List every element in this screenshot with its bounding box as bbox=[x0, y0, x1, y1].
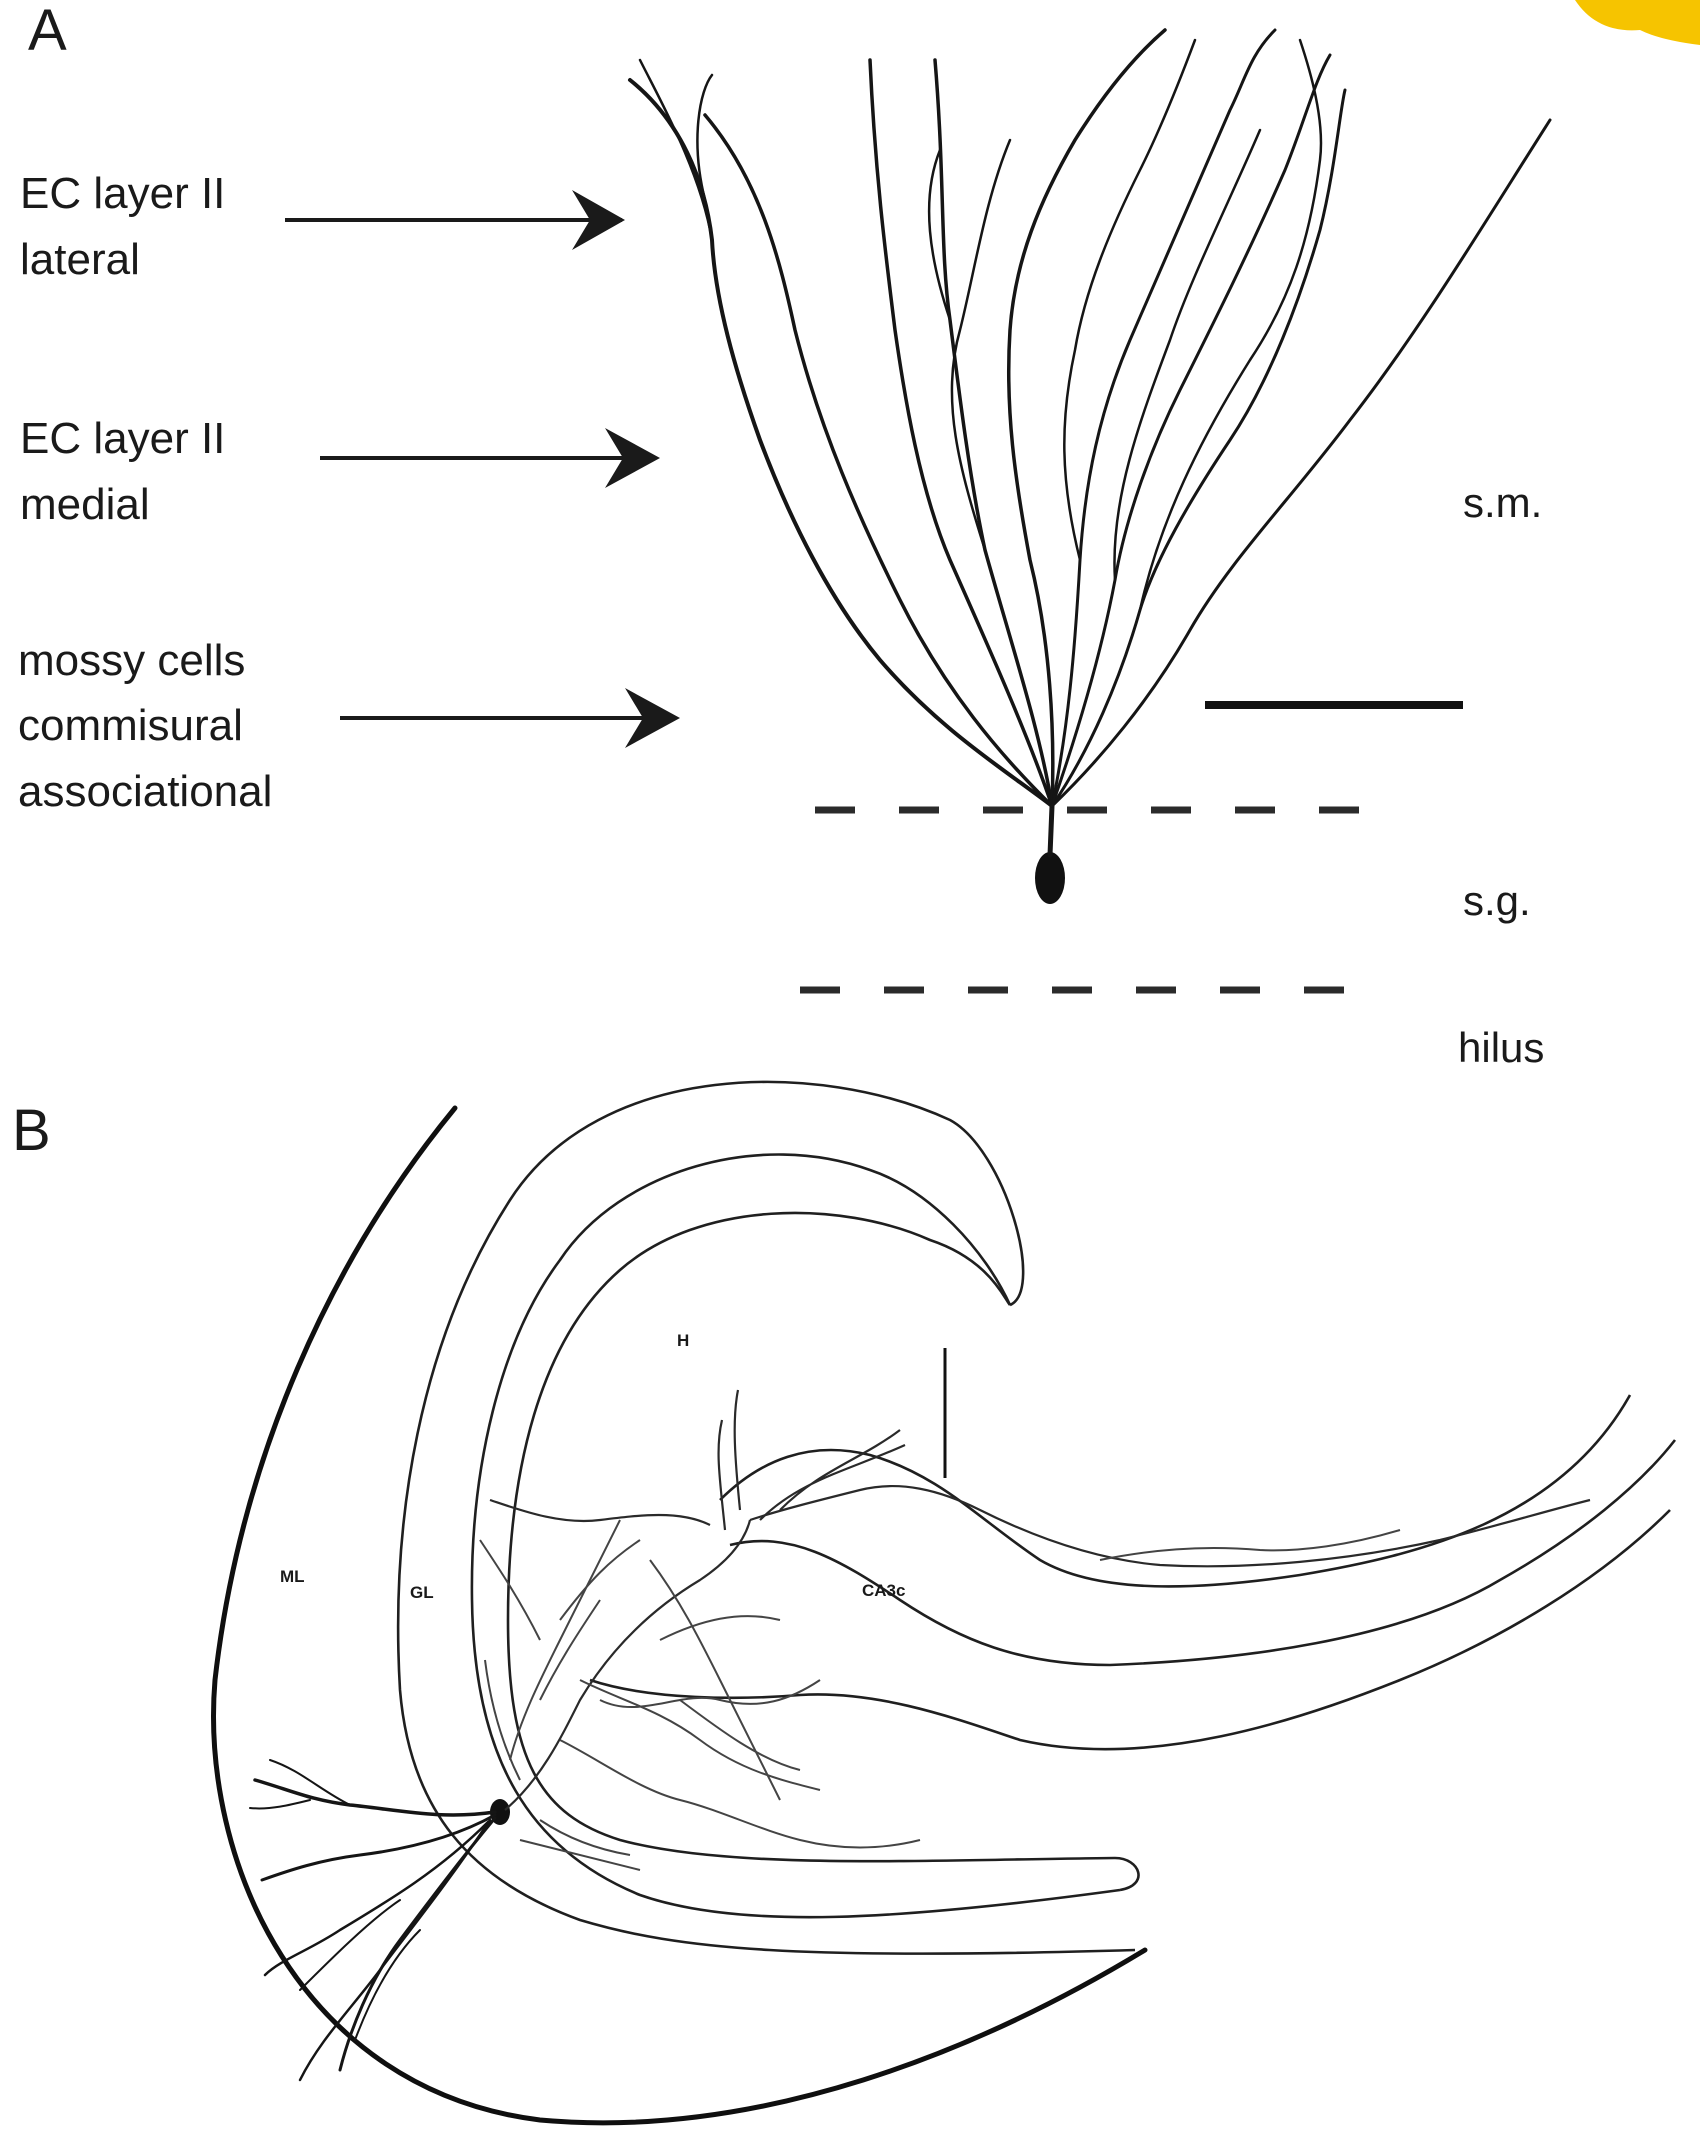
panel-b-letter: B bbox=[12, 1098, 51, 1163]
input-label-ec-medial-line-1: EC layer II bbox=[20, 414, 225, 463]
axon-branch-4 bbox=[559, 1739, 921, 1849]
granule-layer-outer bbox=[470, 1153, 1121, 1919]
dendrite-2 bbox=[703, 113, 1054, 808]
dentate-outer-edge bbox=[396, 1080, 1136, 1956]
dendrite-11 bbox=[1113, 128, 1262, 582]
granule-cell-soma bbox=[1035, 852, 1065, 904]
b-dendrite-1 bbox=[253, 1778, 497, 1817]
axon-main-2 bbox=[749, 1484, 1591, 1568]
axon-branch-1 bbox=[509, 1519, 621, 1761]
b-dendrite-4 bbox=[298, 1818, 492, 2082]
dendrite-4b bbox=[927, 148, 952, 322]
dendrite-3 bbox=[868, 58, 1054, 808]
axon-main-3 bbox=[489, 1498, 711, 1526]
input-label-mossy-line-3: associational bbox=[18, 767, 272, 816]
dendrite-12 bbox=[1063, 38, 1197, 562]
corner-decoration bbox=[1575, 0, 1700, 45]
region-label-gl: GL bbox=[410, 1583, 434, 1602]
axon-branch-9 bbox=[659, 1615, 801, 1771]
ca3-band-upper bbox=[719, 1394, 1632, 1588]
granule-layer-inner bbox=[506, 1211, 1140, 1892]
b-dendrite-5 bbox=[263, 1820, 490, 1977]
ca3-band-middle bbox=[729, 1439, 1677, 1667]
axon-branch-2 bbox=[649, 1559, 781, 1801]
input-label-ec-medial-line-2: medial bbox=[20, 480, 150, 529]
panel-a-letter: A bbox=[28, 0, 67, 63]
granule-cell-dendrites bbox=[628, 28, 1552, 808]
hippocampus-outer-boundary bbox=[211, 1105, 1148, 2126]
input-label-mossy-line-1: mossy cells bbox=[18, 636, 245, 685]
axon-main-1 bbox=[504, 1519, 752, 1811]
b-dendrite-6 bbox=[299, 1899, 421, 2041]
dendrite-6 bbox=[1050, 28, 1277, 808]
axon-branch-6 bbox=[599, 1679, 821, 1709]
axon-branch-5 bbox=[484, 1599, 601, 1781]
arrow-mossy-head bbox=[625, 688, 680, 748]
b-dendrite-1b bbox=[249, 1759, 351, 1810]
dendrite-1 bbox=[628, 78, 1054, 808]
granule-cell-axon-hillock bbox=[1047, 803, 1055, 858]
b-dendrite-2 bbox=[260, 1813, 497, 1882]
input-label-mossy-line-2: commisural bbox=[18, 701, 243, 750]
region-label-h: H bbox=[677, 1331, 689, 1350]
dendrite-10 bbox=[1138, 38, 1323, 612]
region-label-ca3c: CA3c bbox=[862, 1581, 905, 1600]
dendrite-9 bbox=[1050, 118, 1552, 808]
arrow-ec-lateral-head bbox=[572, 190, 625, 250]
input-label-ec-lateral-line-2: lateral bbox=[20, 235, 140, 284]
layer-label-sg: s.g. bbox=[1463, 877, 1531, 924]
region-label-ml: ML bbox=[280, 1567, 305, 1586]
dendrite-5 bbox=[1006, 28, 1167, 808]
axon-branch-3 bbox=[579, 1679, 821, 1791]
dendrite-8 bbox=[1050, 88, 1347, 808]
axon-main-5 bbox=[759, 1429, 906, 1521]
layer-label-sm: s.m. bbox=[1463, 479, 1542, 526]
arrow-ec-medial-head bbox=[605, 428, 660, 488]
ca3-band-lower bbox=[589, 1509, 1671, 1751]
input-label-ec-lateral-line-1: EC layer II bbox=[20, 169, 225, 218]
panel-b-granule-cell bbox=[249, 1759, 510, 2082]
axon-branch-7 bbox=[479, 1539, 641, 1641]
dendrite-1b bbox=[638, 58, 714, 242]
dendrite-7 bbox=[1050, 53, 1332, 808]
axon-branch-10 bbox=[1099, 1529, 1401, 1561]
hilar-axon-arbor bbox=[479, 1389, 1591, 1871]
axon-main-4 bbox=[717, 1389, 742, 1531]
layer-label-hilus: hilus bbox=[1458, 1024, 1544, 1071]
dendrite-13 bbox=[950, 138, 1012, 552]
axon-branch-8 bbox=[519, 1819, 641, 1871]
panel-a: A EC layer II lateral EC layer II medial… bbox=[18, 0, 1552, 1071]
panel-b: B ML GL H CA3c bbox=[12, 1080, 1677, 2126]
dendrite-4 bbox=[933, 58, 1054, 808]
